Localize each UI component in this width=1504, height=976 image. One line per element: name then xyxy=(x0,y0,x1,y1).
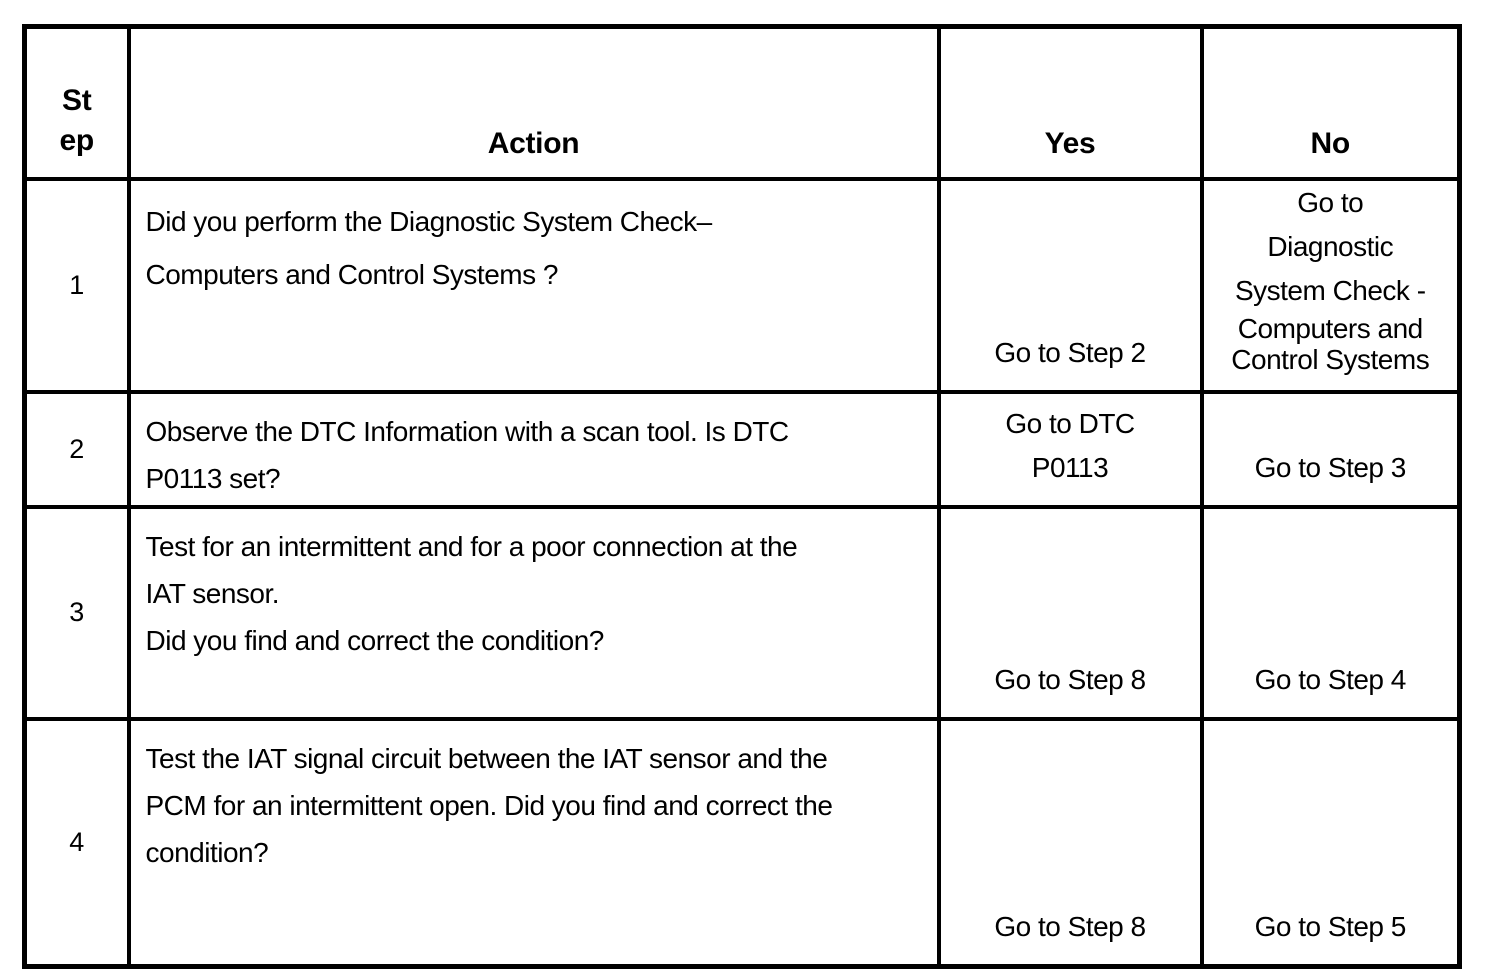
header-row: St ep Action Yes No xyxy=(22,24,1462,181)
no-text-line: Go to xyxy=(1297,186,1364,218)
step-2-no: Go to Step 3 xyxy=(1199,389,1462,509)
header-step-line-1: St xyxy=(62,83,92,117)
step-3-no: Go to Step 4 xyxy=(1199,504,1462,721)
step-3-action: Test for an intermittent and for a poor … xyxy=(126,504,941,721)
step-3-yes: Go to Step 8 xyxy=(936,504,1204,721)
action-text-line: Test for an intermittent and for a poor … xyxy=(145,530,798,562)
step-1-yes: Go to Step 2 xyxy=(936,176,1204,394)
table-row-step-2: 2 Observe the DTC Information with a sca… xyxy=(22,389,1462,509)
header-no: No xyxy=(1199,24,1462,181)
no-text-line: Diagnostic xyxy=(1267,230,1394,262)
step-1-action: Did you perform the Diagnostic System Ch… xyxy=(126,176,941,394)
header-yes: Yes xyxy=(936,24,1204,181)
diagnostic-steps-table: St ep Action Yes No 1 Did you perform th… xyxy=(22,24,1462,969)
step-4-number: 4 xyxy=(22,716,131,969)
no-text-line: System Check - xyxy=(1234,274,1426,306)
step-4-no: Go to Step 5 xyxy=(1199,716,1462,969)
step-4-yes: Go to Step 8 xyxy=(936,716,1204,969)
yes-text-line: Go to Step 8 xyxy=(994,663,1146,695)
no-text-line: Go to Step 3 xyxy=(1254,451,1407,483)
yes-text-line: P0113 xyxy=(1031,451,1109,483)
action-text-line: Test the IAT signal circuit between the … xyxy=(145,742,828,774)
action-text-line: IAT sensor. xyxy=(145,577,280,609)
step-1-no: Go to Diagnostic System Check - Computer… xyxy=(1199,176,1462,394)
step-3-number: 3 xyxy=(22,504,131,721)
action-text-line: Did you find and correct the condition? xyxy=(145,624,605,656)
table-row-step-1: 1 Did you perform the Diagnostic System … xyxy=(22,176,1462,394)
action-text-line: P0113 set? xyxy=(145,462,281,494)
no-text-line: Computers and xyxy=(1237,312,1423,344)
yes-text-line: Go to DTC xyxy=(1005,407,1135,439)
no-text-line: Go to Step 5 xyxy=(1254,911,1407,942)
table-row-step-3: 3 Test for an intermittent and for a poo… xyxy=(22,504,1462,721)
yes-text-line: Go to Step 8 xyxy=(994,911,1146,942)
action-text-line: Observe the DTC Information with a scan … xyxy=(145,415,790,447)
step-1-number: 1 xyxy=(22,176,131,394)
action-text-line: Computers and Control Systems ? xyxy=(145,258,559,290)
action-text-line: Did you perform the Diagnostic System Ch… xyxy=(145,205,713,237)
header-action: Action xyxy=(126,24,941,181)
table-row-step-4: 4 Test the IAT signal circuit between th… xyxy=(22,716,1462,969)
no-text-line: Control Systems xyxy=(1231,343,1430,375)
header-step: St ep xyxy=(22,24,131,181)
step-2-number: 2 xyxy=(22,389,131,509)
step-2-yes: Go to DTC P0113 xyxy=(936,389,1204,509)
yes-text-line: Go to Step 2 xyxy=(994,336,1146,368)
step-2-action: Observe the DTC Information with a scan … xyxy=(126,389,941,509)
action-text-line: condition? xyxy=(145,836,269,868)
header-step-line-2: ep xyxy=(59,123,95,157)
step-4-action: Test the IAT signal circuit between the … xyxy=(126,716,941,969)
no-text-line: Go to Step 4 xyxy=(1254,663,1407,695)
action-text-line: PCM for an intermittent open. Did you fi… xyxy=(145,789,833,821)
